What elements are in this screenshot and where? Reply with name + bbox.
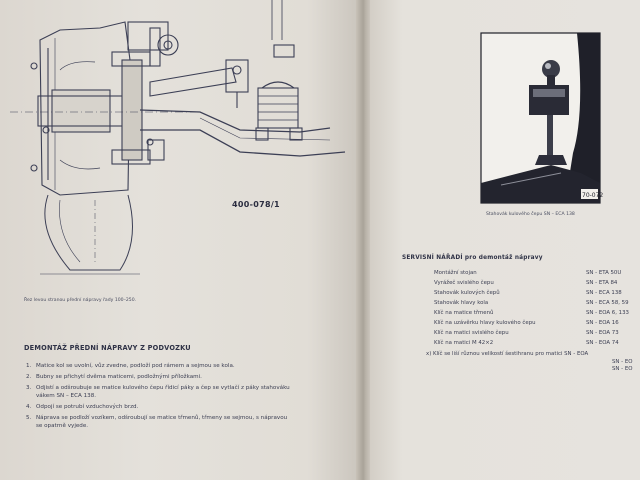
tool-name: Klíč na matice třmenů: [434, 310, 494, 316]
step-item: 3. Odjistí a odšroubuje se matice kulovéh…: [26, 384, 356, 400]
step-text-line: vákem SN – ECA 138.: [36, 393, 97, 399]
footnote-code: SN - EO: [612, 359, 633, 365]
right-page: 70-072 Stahovák kulového čepu SN – ECA 1…: [370, 0, 640, 480]
tool-row: Klíč na matici svislého čepu SN - EOA 73: [434, 330, 640, 340]
step-number: 4.: [26, 404, 32, 410]
step-text: Náprava se podloží vozíkem, odšroubují s…: [36, 414, 287, 430]
tool-row: Klíč na matice třmenů SN - EOA 6, 133: [434, 310, 640, 320]
tool-code: SN - ECA 138: [586, 290, 622, 296]
step-number: 2.: [26, 374, 32, 380]
step-text: Bubny se přichytí dvěma maticemi, podlož…: [36, 373, 202, 381]
figure-caption: Řez levou stranou přední nápravy řady 10…: [24, 298, 137, 303]
tool-row: Klíč na uzávěrku hlavy kulového čepu SN -…: [434, 320, 640, 330]
step-text-line: Matice kol se uvolní, vůz zvedne, podlož…: [36, 363, 235, 369]
step-number: 5.: [26, 415, 32, 421]
tool-name: Vyrážeč svislého čepu: [434, 280, 494, 286]
step-text-line: se opatrně vyjede.: [36, 423, 89, 429]
tool-row: Stahovák hlavy kola SN - ECA 58, 59: [434, 300, 640, 310]
tools-list: Montážní stojan SN - ETA 50U Vyrážeč svis…: [434, 270, 640, 350]
photo-caption: Stahovák kulového čepu SN – ECA 138: [486, 212, 575, 217]
tool-row: Montážní stojan SN - ETA 50U: [434, 270, 640, 280]
step-item: 4. Odpojí se potrubí vzduchových brzd.: [26, 403, 356, 411]
photo-code: 70-072: [582, 192, 603, 199]
tool-name: Klíč na matici svislého čepu: [434, 330, 509, 336]
step-item: 5. Náprava se podloží vozíkem, odšroubují…: [26, 414, 356, 430]
tools-heading: SERVISNÍ NÁŘADÍ pro demontáž nápravy: [402, 255, 543, 261]
ball-joint-puller-photo: 70-072: [480, 32, 603, 204]
left-page: 400-078/1 Řez levou stranou přední nápra…: [0, 0, 362, 480]
front-axle-section-drawing: [10, 0, 346, 275]
step-text-line: Bubny se přichytí dvěma maticemi, podlož…: [36, 374, 202, 380]
tool-code: SN - EOA 6, 133: [586, 310, 629, 316]
tool-code: SN - ECA 58, 59: [586, 300, 629, 306]
figure-number: 400-078/1: [232, 200, 280, 209]
footnote-codes: SN - EO SN - EO: [612, 359, 632, 373]
tool-row: Klíč na matici M 42×2 SN - EOA 74: [434, 340, 640, 350]
step-text: Matice kol se uvolní, vůz zvedne, podlož…: [36, 362, 235, 370]
tool-name: Klíč na matici M 42×2: [434, 340, 494, 346]
book-gutter: [356, 0, 372, 480]
tool-name: Stahovák hlavy kola: [434, 300, 489, 306]
section-heading: DEMONTÁŽ PŘEDNÍ NÁPRAVY Z PODVOZKU: [24, 344, 191, 352]
step-item: 2. Bubny se přichytí dvěma maticemi, podl…: [26, 373, 356, 381]
step-number: 1.: [26, 363, 32, 369]
tool-name: Klíč na uzávěrku hlavy kulového čepu: [434, 320, 536, 326]
disassembly-steps: 1. Matice kol se uvolní, vůz zvedne, podl…: [26, 362, 356, 433]
footnote-code: SN - EO: [612, 366, 633, 372]
step-text-line: Odjistí a odšroubuje se matice kulového …: [36, 385, 290, 391]
tools-footnote: x) Klíč se liší různou velikostí šestihr…: [426, 351, 589, 357]
tool-name: Stahovák kulových čepů: [434, 290, 500, 296]
tool-code: SN - EOA 16: [586, 320, 619, 326]
step-number: 3.: [26, 385, 32, 391]
step-item: 1. Matice kol se uvolní, vůz zvedne, podl…: [26, 362, 356, 370]
tool-name: Montážní stojan: [434, 270, 477, 276]
tool-row: Stahovák kulových čepů SN - ECA 138: [434, 290, 640, 300]
step-text: Odjistí a odšroubuje se matice kulového …: [36, 384, 290, 400]
tool-code: SN - ETA 50U: [586, 270, 622, 276]
step-text-line: Náprava se podloží vozíkem, odšroubují s…: [36, 415, 288, 421]
tool-row: Vyrážeč svislého čepu SN - ETA 84: [434, 280, 640, 290]
tool-code: SN - EOA 74: [586, 340, 619, 346]
step-text-line: Odpojí se potrubí vzduchových brzd.: [36, 404, 139, 410]
step-text: Odpojí se potrubí vzduchových brzd.: [36, 403, 138, 411]
tool-code: SN - EOA 73: [586, 330, 619, 336]
tool-code: SN - ETA 84: [586, 280, 618, 286]
